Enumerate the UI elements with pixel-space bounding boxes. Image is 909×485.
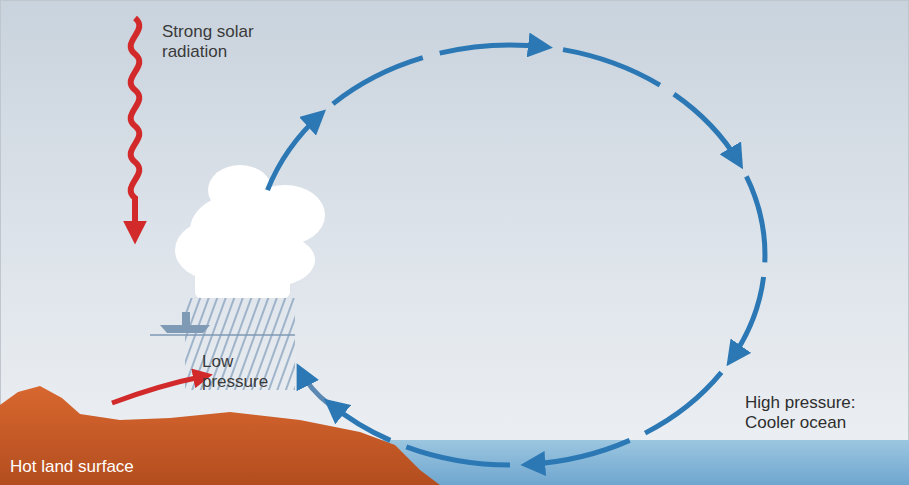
loop-segment: [528, 440, 630, 464]
loop-segment: [330, 404, 391, 441]
ocean: [380, 440, 909, 485]
loop-segment: [674, 94, 739, 163]
loop-segment: [333, 58, 423, 104]
loop-segment: [268, 115, 321, 191]
return-arrow: [300, 370, 330, 405]
circulation-loop: [268, 45, 765, 465]
low-pressure-label: Low pressure: [202, 352, 292, 392]
solar-radiation-label: Strong solar radiation: [162, 22, 262, 62]
loop-segment: [563, 50, 660, 86]
loop-segment: [406, 447, 510, 465]
land-label: Hot land surface: [10, 457, 210, 477]
loop-segment: [440, 45, 546, 53]
land: [0, 386, 440, 485]
cloud: [175, 165, 325, 298]
solar-arrow: [131, 18, 140, 235]
loop-segment: [731, 277, 764, 360]
high-pressure-label: High pressure: Cooler ocean: [745, 393, 895, 433]
loop-segment: [645, 372, 721, 433]
boat: [150, 312, 295, 335]
loop-segment: [746, 176, 765, 262]
land-wind-arrow: [112, 376, 205, 403]
